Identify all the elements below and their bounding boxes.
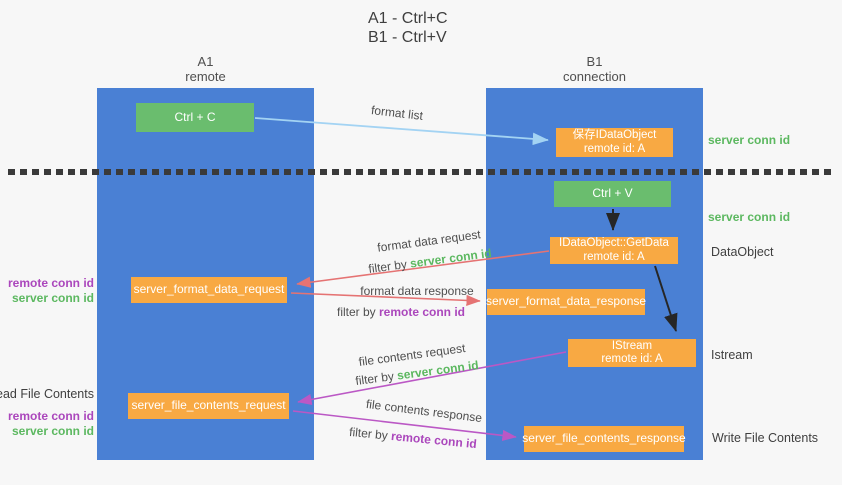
flow-label-format-data-response-filter: filter by remote conn id	[337, 305, 465, 319]
filter-by-prefix: filter by	[367, 256, 412, 277]
annotation-server-conn-id: server conn id	[11, 424, 94, 438]
annotation-format-conn-ids: remote conn id server conn id	[8, 276, 94, 306]
node-istream-title: IStream	[611, 339, 653, 352]
annotation-read-file-contents: Read File Contents	[0, 387, 94, 401]
lifeline-b1-title: B1	[586, 54, 603, 69]
lifeline-b1-header: B1 connection	[486, 54, 703, 84]
lifeline-a1-subtitle: remote	[185, 69, 226, 84]
filter-by-prefix: filter by	[336, 305, 379, 319]
title-line-2: B1 - Ctrl+V	[368, 29, 447, 46]
node-ctrl-v-label: Ctrl + V	[592, 186, 633, 201]
node-ctrl-c-label: Ctrl + C	[174, 109, 216, 124]
flow-label-format-list: format list	[370, 103, 424, 123]
node-server-format-data-request: server_format_data_request	[131, 277, 287, 303]
node-server-format-data-response-label: server_format_data_response	[485, 294, 647, 309]
node-server-file-contents-request-label: server_file_contents_request	[131, 398, 286, 413]
node-server-file-contents-request: server_file_contents_request	[128, 393, 289, 419]
node-getdata-subtitle: remote id: A	[583, 250, 645, 263]
annotation-server-conn-id-top: server conn id	[708, 133, 791, 147]
annotation-dataobject: DataObject	[711, 245, 774, 259]
node-getdata: IDataObject::GetData remote id: A	[550, 237, 678, 264]
flow-label-file-contents-response: file contents response	[365, 396, 483, 426]
lifeline-a1-title: A1	[197, 54, 214, 69]
flow-label-format-data-response: format data response	[360, 284, 474, 298]
filter-by-server-conn-id: server conn id	[409, 245, 493, 271]
node-server-format-data-request-label: server_format_data_request	[133, 282, 285, 297]
filter-by-prefix: filter by	[354, 368, 399, 389]
annotation-remote-conn-id: remote conn id	[7, 276, 94, 290]
annotation-file-conn-ids: remote conn id server conn id	[8, 409, 94, 439]
node-istream: IStream remote id: A	[568, 339, 696, 367]
annotation-istream: Istream	[711, 348, 753, 362]
annotation-server-conn-id-mid: server conn id	[708, 210, 791, 224]
flow-label-file-contents-response-filter: filter by remote conn id	[349, 425, 478, 451]
node-server-file-contents-response-label: server_file_contents_response	[522, 431, 686, 446]
diagram-title: A1 - Ctrl+C B1 - Ctrl+V	[368, 9, 448, 47]
node-store-dataobject-subtitle: remote id: A	[583, 142, 646, 155]
phase-separator-line	[8, 169, 832, 175]
node-istream-subtitle: remote id: A	[601, 353, 663, 365]
filter-by-prefix: filter by	[348, 424, 392, 443]
node-store-dataobject: 保存IDataObject remote id: A	[556, 128, 673, 157]
node-store-dataobject-title: 保存IDataObject	[572, 129, 657, 141]
filter-by-remote-conn-id: remote conn id	[390, 428, 478, 452]
node-server-format-data-response: server_format_data_response	[485, 289, 647, 315]
node-getdata-title: IDataObject::GetData	[559, 237, 669, 249]
node-ctrl-c: Ctrl + C	[136, 103, 254, 132]
annotation-write-file-contents: Write File Contents	[712, 431, 819, 445]
annotation-remote-conn-id: remote conn id	[7, 409, 94, 423]
node-server-file-contents-response: server_file_contents_response	[522, 426, 686, 452]
lifeline-a1-header: A1 remote	[97, 54, 314, 84]
lifeline-b1-subtitle: connection	[563, 69, 626, 84]
title-line-1: A1 - Ctrl+C	[368, 10, 448, 27]
filter-by-remote-conn-id: remote conn id	[379, 305, 466, 319]
node-ctrl-v: Ctrl + V	[554, 181, 671, 207]
annotation-server-conn-id: server conn id	[11, 291, 94, 305]
